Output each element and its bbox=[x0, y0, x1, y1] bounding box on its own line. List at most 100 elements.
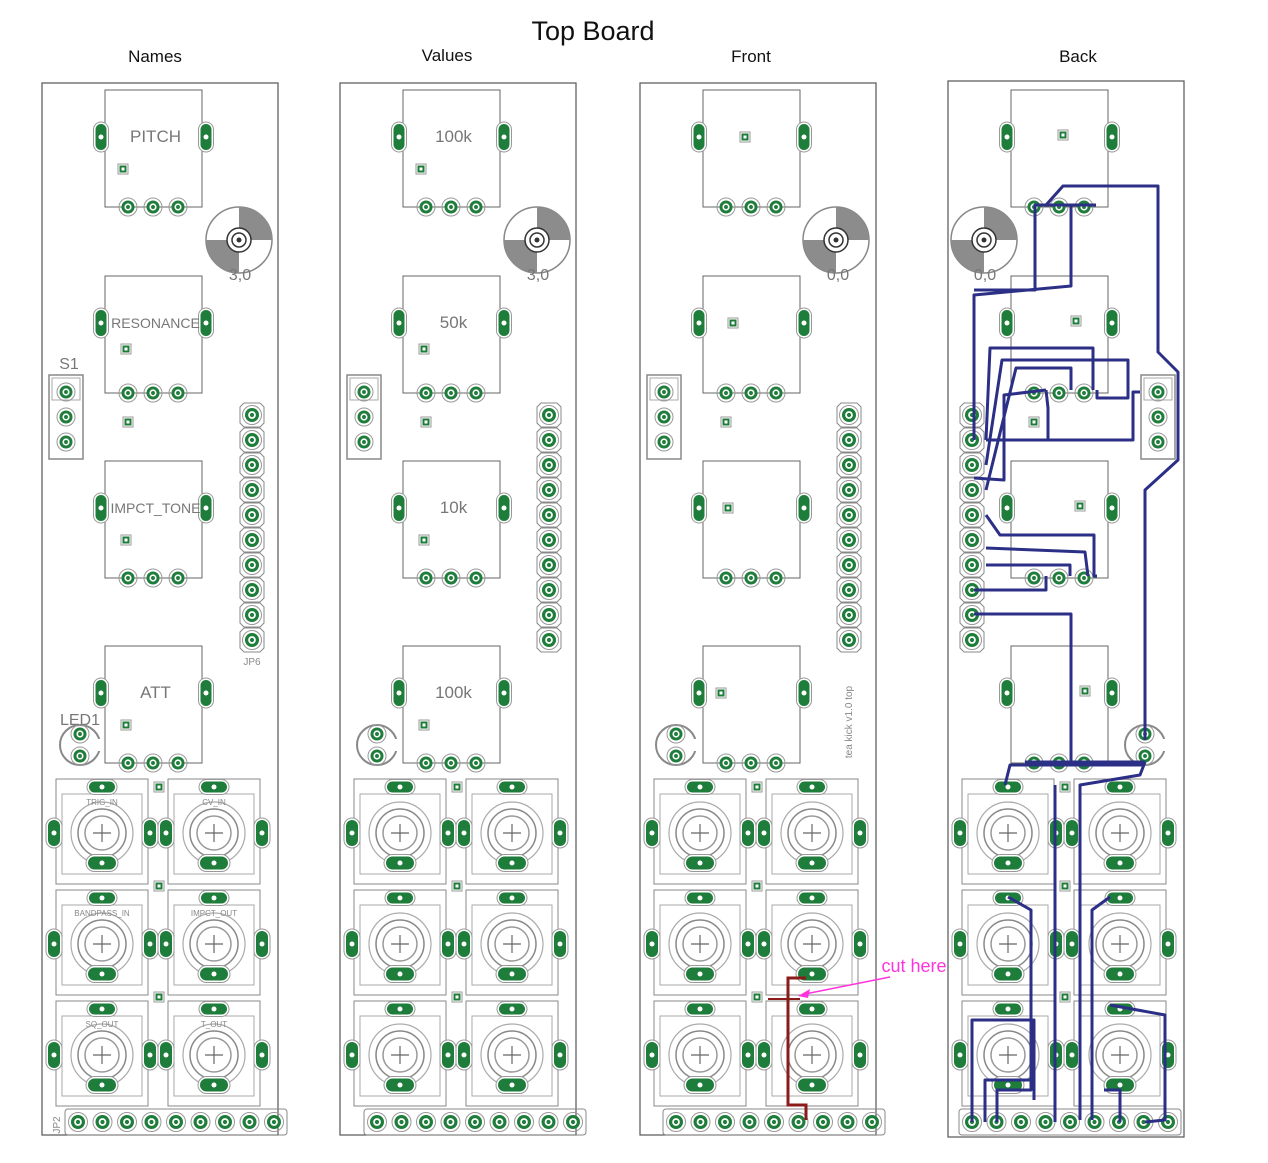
pad-hole bbox=[211, 1082, 217, 1088]
jack-hole bbox=[794, 926, 830, 962]
pin-header-vertical bbox=[836, 402, 862, 653]
pad-hole bbox=[124, 347, 128, 351]
header-pin-7 bbox=[839, 555, 859, 575]
pad-hole bbox=[869, 1119, 875, 1125]
pad-hole bbox=[1074, 319, 1078, 323]
jack-outline bbox=[465, 778, 559, 885]
led-flat bbox=[1163, 739, 1167, 751]
pot-wiper-pad bbox=[120, 719, 132, 731]
pad-clearance bbox=[56, 407, 76, 427]
header-outline bbox=[536, 527, 562, 553]
jack-sleeve-pad bbox=[197, 1076, 231, 1094]
pad-clearance bbox=[962, 555, 982, 575]
pad-hole bbox=[78, 732, 82, 736]
pad-hole bbox=[801, 134, 807, 140]
pad-clearance bbox=[354, 407, 374, 427]
pad-hole bbox=[1063, 884, 1067, 888]
jack-hole bbox=[494, 815, 530, 851]
trimmer-center bbox=[534, 237, 540, 243]
pad-hole bbox=[397, 971, 403, 977]
jack-side-pad-right bbox=[1159, 928, 1177, 960]
jack-sleeve-pad bbox=[795, 1076, 829, 1094]
jack-side-pad-right bbox=[253, 817, 271, 849]
switch-lever bbox=[51, 377, 81, 401]
pad-hole bbox=[424, 391, 428, 395]
pad-hole bbox=[424, 761, 428, 765]
switch-pin-2 bbox=[1148, 407, 1168, 427]
pad-hole bbox=[375, 754, 379, 758]
pad-hole bbox=[719, 691, 723, 695]
pot-mount-pad-left bbox=[691, 492, 707, 524]
pad-hole bbox=[546, 512, 552, 518]
jack-hole bbox=[682, 926, 718, 962]
pad-hole bbox=[211, 895, 217, 901]
pad-clearance bbox=[1011, 1112, 1031, 1132]
pad-hole bbox=[211, 784, 217, 790]
potentiometer-3 bbox=[691, 460, 812, 588]
jack-6 bbox=[455, 1000, 569, 1107]
header-pin-9 bbox=[563, 1112, 583, 1132]
switch-outline bbox=[646, 374, 682, 460]
jack-hole bbox=[382, 815, 418, 851]
pad-hole bbox=[157, 785, 161, 789]
pad-hole bbox=[1165, 941, 1171, 947]
jack-label: CV_IN bbox=[202, 798, 226, 807]
pad-clearance bbox=[813, 1112, 833, 1132]
jack-sleeve-pad bbox=[683, 965, 717, 983]
jack-side-pad-left bbox=[951, 928, 969, 960]
pad-hole bbox=[461, 1052, 467, 1058]
pad-hole bbox=[724, 391, 728, 395]
pad-hole bbox=[247, 1119, 252, 1125]
pad-clearance bbox=[466, 753, 486, 773]
pot-pin-1 bbox=[416, 753, 436, 773]
pad-hole bbox=[509, 971, 515, 977]
pad-hole bbox=[969, 537, 975, 543]
pad-clearance bbox=[862, 1112, 882, 1132]
pad-clearance bbox=[416, 568, 436, 588]
pad-hole bbox=[362, 440, 366, 444]
via-pad bbox=[122, 416, 134, 428]
board-version-label: tea kick v1.0 top bbox=[844, 685, 855, 758]
header-pin-1 bbox=[539, 405, 559, 425]
pad-hole bbox=[474, 205, 478, 209]
pad-hole bbox=[249, 512, 255, 518]
jack-label: T_OUT bbox=[201, 1020, 227, 1029]
jack-6 bbox=[755, 1000, 869, 1107]
pad-hole bbox=[761, 941, 767, 947]
jack-tip-pad bbox=[86, 779, 118, 795]
via-pad bbox=[720, 416, 732, 428]
header-pin-6 bbox=[242, 530, 262, 550]
pad-hole bbox=[449, 391, 453, 395]
pad-hole bbox=[1117, 784, 1123, 790]
pad-hole bbox=[546, 537, 552, 543]
header-pin-4 bbox=[539, 480, 559, 500]
pot-mount-pad-left bbox=[391, 307, 407, 339]
pad-clearance bbox=[190, 1112, 211, 1132]
pad-hole bbox=[1141, 1119, 1146, 1125]
pot-outline bbox=[104, 460, 203, 579]
header-pin-5 bbox=[1060, 1112, 1080, 1132]
pad-hole bbox=[124, 538, 128, 542]
jack-inner bbox=[771, 793, 853, 875]
pad-clearance bbox=[962, 505, 982, 525]
pad-hole bbox=[126, 576, 130, 580]
jack-tip-pad bbox=[86, 1001, 118, 1017]
pot-wiper-pad bbox=[1070, 315, 1082, 327]
pad-hole bbox=[99, 895, 105, 901]
pad-hole bbox=[1109, 505, 1115, 511]
pad-hole bbox=[846, 637, 852, 643]
jack-side-pad-right bbox=[439, 1039, 457, 1071]
jack-outline bbox=[167, 778, 261, 885]
pot-pin-2 bbox=[143, 568, 163, 588]
header-pin-2 bbox=[242, 430, 262, 450]
pot-pin-1 bbox=[118, 383, 138, 403]
pot-label: PITCH bbox=[130, 127, 181, 146]
pad-hole bbox=[801, 690, 807, 696]
pad-hole bbox=[259, 1052, 265, 1058]
copper-trace-7 bbox=[973, 388, 1047, 482]
header-pin-5 bbox=[539, 505, 559, 525]
pot-pin-3 bbox=[168, 197, 188, 217]
pad-hole bbox=[151, 391, 155, 395]
pad-hole bbox=[969, 587, 975, 593]
header-outline bbox=[239, 477, 265, 503]
